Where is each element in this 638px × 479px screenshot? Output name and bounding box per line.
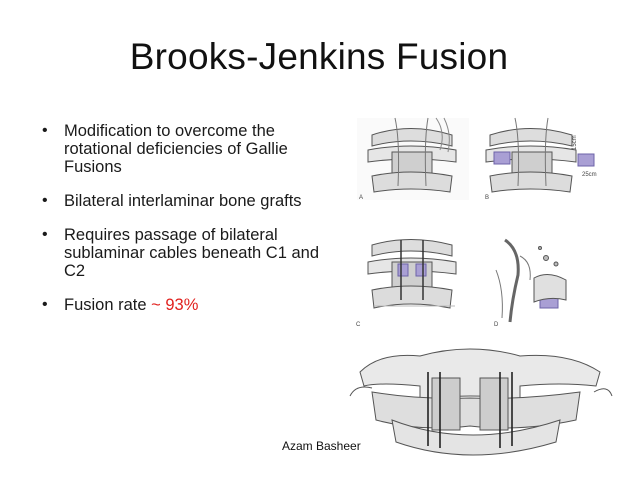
vertebra-illustration <box>349 348 613 456</box>
panel-a-letter: A <box>359 195 363 201</box>
bullet-item: • Modification to overcome the rotationa… <box>40 122 330 176</box>
bullet-dot-icon: • <box>42 122 48 139</box>
bullet-dot-icon: • <box>42 192 48 209</box>
panel-b-measure-2: 25cm <box>582 172 597 178</box>
panel-c-letter: C <box>356 322 361 328</box>
bullet-list: • Modification to overcome the rotationa… <box>40 122 330 330</box>
slide-title: Brooks-Jenkins Fusion <box>129 36 509 77</box>
bullet-text: Requires passage of bilateral sublaminar… <box>64 226 320 280</box>
panel-b-measure-1: 15cm <box>572 135 578 150</box>
bullet-item: • Requires passage of bilateral sublamin… <box>40 226 330 280</box>
fusion-rate-value: ~ 93% <box>151 296 199 314</box>
author-credit: Azam Basheer <box>282 439 361 453</box>
panel-b-letter: B <box>485 195 489 201</box>
panel-b-illustration <box>485 117 595 193</box>
bullet-item: • Bilateral interlaminar bone grafts <box>40 192 330 210</box>
panel-d-letter: D <box>494 322 499 328</box>
bullet-dot-icon: • <box>42 296 48 313</box>
bullet-text: Fusion rate <box>64 296 152 314</box>
panel-d-illustration <box>495 238 567 323</box>
bullet-item: • Fusion rate ~ 93% <box>40 296 330 314</box>
panel-a-illustration <box>357 117 469 200</box>
bullet-dot-icon: • <box>42 226 48 243</box>
bullet-text: Bilateral interlaminar bone grafts <box>64 192 302 210</box>
panel-c-illustration <box>367 239 457 309</box>
bullet-text: Modification to overcome the rotational … <box>64 122 288 176</box>
